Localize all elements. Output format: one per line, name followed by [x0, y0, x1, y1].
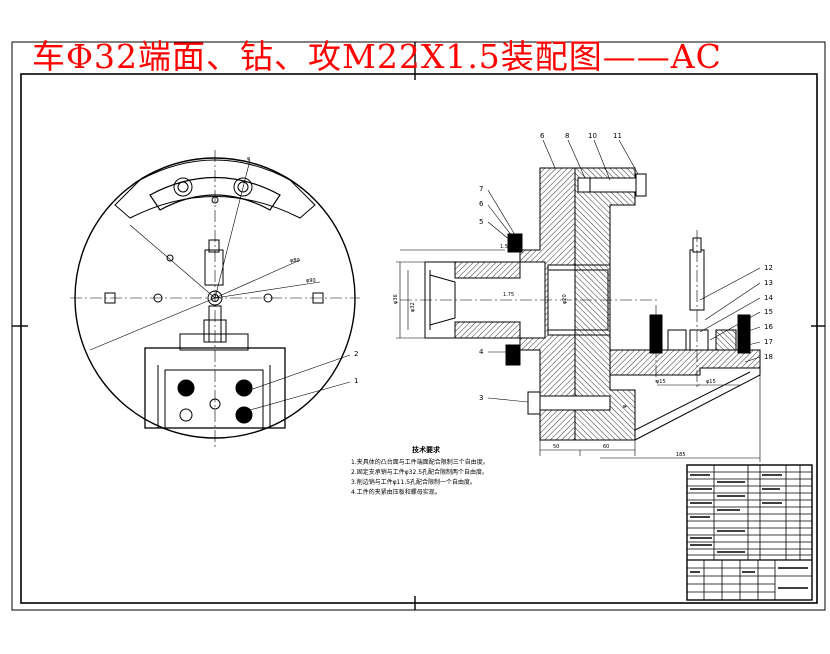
technical-requirements-title: 技术要求 — [412, 446, 440, 454]
dim-50: 50 — [553, 444, 559, 450]
technical-requirements-list: 1.夹具体的凸台面与工件端面配合限制三个自由度。 2.固定支承销与工件φ32.5… — [351, 458, 501, 498]
dim-phi15-left: φ15 — [656, 379, 666, 385]
part-8: 8 — [565, 132, 569, 140]
nut-4 — [505, 344, 521, 366]
part-16: 16 — [764, 323, 773, 331]
dim-phi15-right: φ15 — [706, 379, 716, 385]
front-view-dim-top: φ — [247, 156, 251, 162]
bottom-bolt — [539, 395, 611, 411]
part-12: 12 — [764, 264, 773, 272]
bolt-hole-3 — [179, 408, 193, 422]
title-block — [686, 464, 813, 601]
outer-border — [11, 41, 826, 611]
part-11: 11 — [613, 132, 622, 140]
drawing-title: 车Φ32端面、钻、攻M22X1.5装配图——AC — [32, 37, 722, 76]
inner-border — [20, 73, 818, 604]
dim-right: φ — [622, 404, 628, 408]
top-bolt — [577, 177, 641, 193]
nut-5 — [507, 233, 523, 253]
part-17: 17 — [764, 338, 773, 346]
part-5: 5 — [479, 218, 483, 226]
requirement-item: 3.削边销与工件φ11.5孔配合限制一个自由度。 — [351, 479, 477, 486]
dim-phi32: φ32 — [410, 302, 416, 312]
diamond-pin-post — [204, 249, 224, 286]
front-view — [70, 150, 360, 450]
front-view-part-2: 2 — [354, 350, 358, 358]
top-plate — [114, 159, 316, 219]
front-view-part-1: 1 — [354, 377, 358, 385]
part-18: 18 — [764, 353, 773, 361]
requirement-item: 1.夹具体的凸台面与工件端面配合限制三个自由度。 — [351, 459, 489, 466]
front-view-dim-phi80: φ80 — [290, 258, 300, 264]
centering-marks — [12, 42, 825, 610]
dim-phi20: φ20 — [562, 294, 568, 304]
bolt-hole-4 — [235, 406, 253, 424]
part-4: 4 — [479, 348, 484, 356]
slot-hole-right — [233, 177, 253, 197]
part-15: 15 — [764, 308, 773, 316]
front-view-dim-phi90: φ90 — [306, 278, 316, 284]
part-3: 3 — [479, 394, 483, 402]
dim-taper: 1.75 — [503, 292, 514, 298]
dim-60: 60 — [603, 444, 609, 450]
section-view — [396, 139, 761, 462]
arc-slot-plate — [149, 176, 281, 211]
part-6-left: 6 — [479, 200, 484, 208]
dim-185: 185 — [676, 452, 686, 458]
part-6-top: 6 — [540, 132, 545, 140]
clamp-stud-right — [737, 314, 751, 354]
bolt-hole-2 — [235, 379, 253, 397]
part-7: 7 — [479, 185, 483, 193]
technical-requirements: 技术要求 1.夹具体的凸台面与工件端面配合限制三个自由度。 2.固定支承销与工件… — [351, 445, 501, 498]
requirement-item: 4.工件的夹紧由压板和螺母实现。 — [351, 489, 441, 496]
base-plate — [609, 349, 761, 376]
part-10: 10 — [588, 132, 597, 140]
dim-pitch: 1.5 — [500, 244, 508, 250]
part-13: 13 — [764, 279, 773, 287]
bolt-hole-1 — [177, 379, 195, 397]
slot-hole-left — [173, 177, 193, 197]
part-14: 14 — [764, 294, 773, 302]
requirement-item: 2.固定支承销与工件φ32.5孔配合限制两个自由度。 — [351, 469, 489, 476]
dim-phi36: φ36 — [393, 294, 399, 304]
